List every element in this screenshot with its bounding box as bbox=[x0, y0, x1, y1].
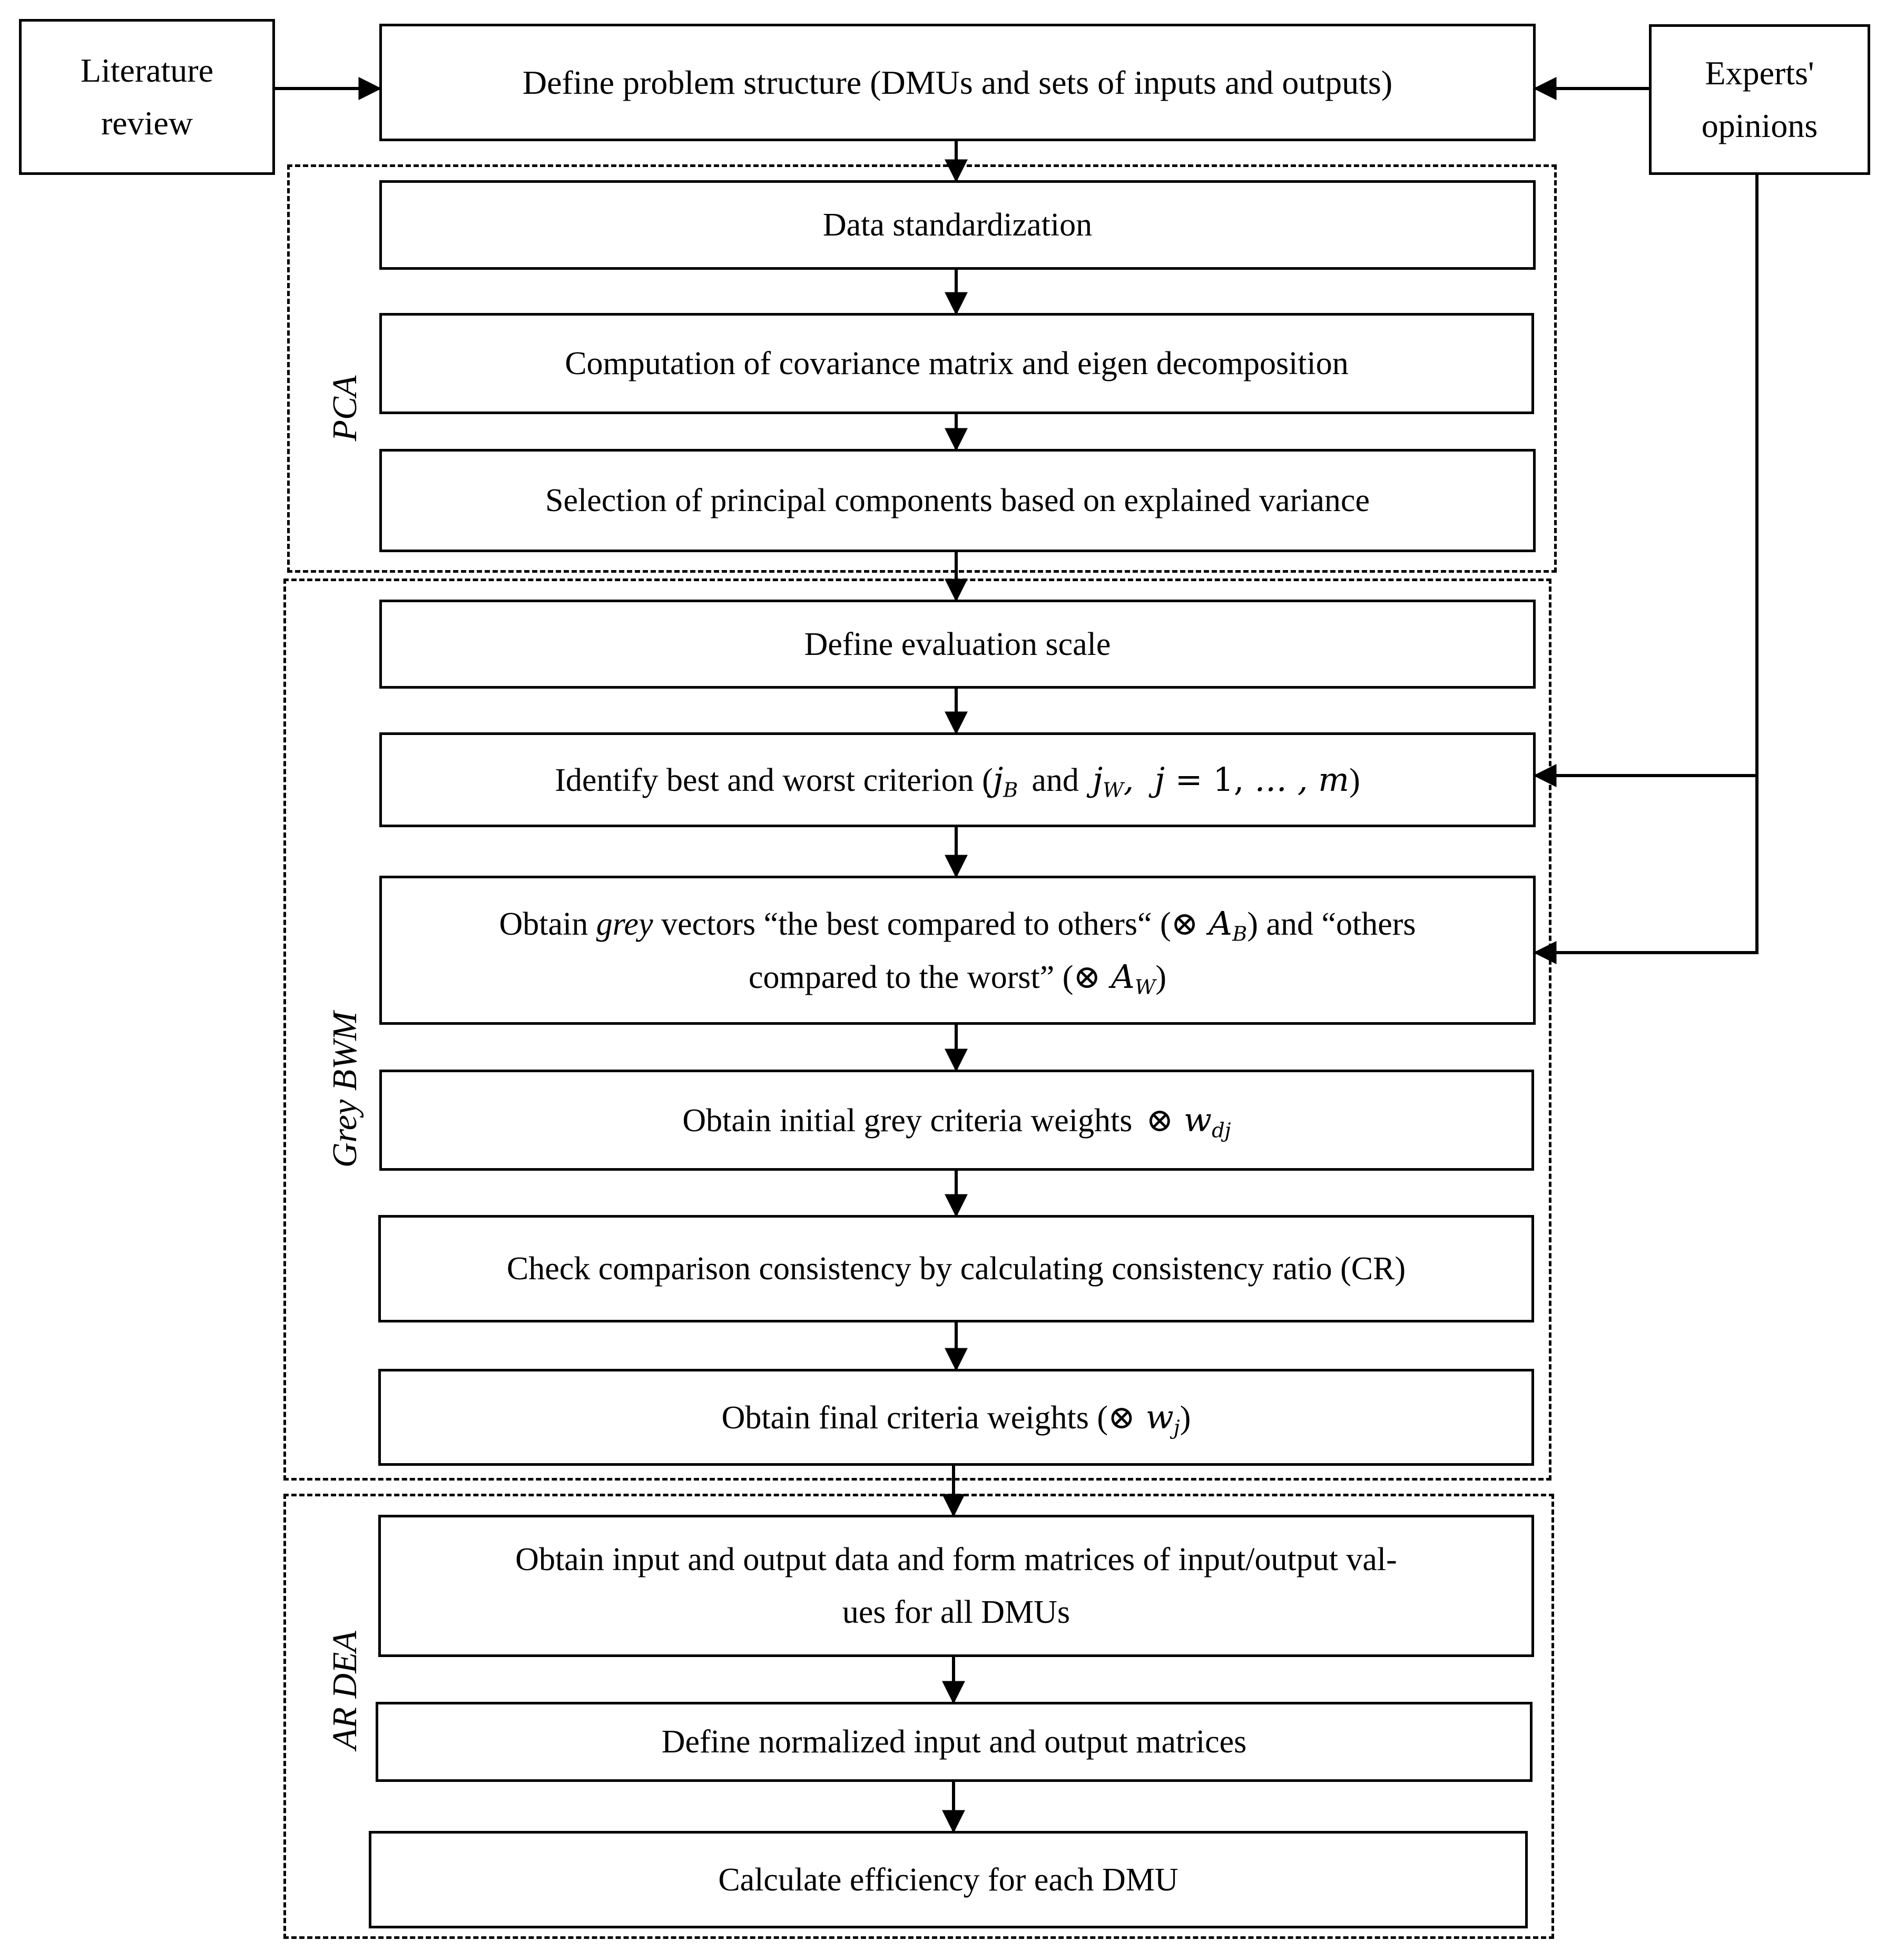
step-standardization: Data standardization bbox=[379, 180, 1536, 270]
literature-line-2: review bbox=[101, 104, 193, 142]
final-weights-b: ) bbox=[1180, 1399, 1191, 1436]
step-efficiency: Calculate efficiency for each DMU bbox=[369, 1831, 1528, 1928]
math-jB: jB bbox=[993, 760, 1018, 802]
step-initial-weights: Obtain initial grey criteria weights ⊗ wd… bbox=[379, 1070, 1534, 1171]
initial-weights-text: Obtain initial grey criteria weights bbox=[682, 1102, 1133, 1139]
literature-line-1: Literature bbox=[80, 52, 214, 89]
step-standardization-text: Data standardization bbox=[822, 207, 1093, 243]
step-consistency: Check comparison consistency by calculat… bbox=[378, 1215, 1534, 1322]
math-AW: ⊗ AW bbox=[1073, 957, 1156, 999]
step-covariance-text: Computation of covariance matrix and eig… bbox=[565, 346, 1349, 381]
step-efficiency-text: Calculate efficiency for each DMU bbox=[718, 1861, 1178, 1898]
math-jW: jW, j = 1, … , m bbox=[1092, 760, 1350, 802]
group-label-pca: PCA bbox=[326, 375, 364, 442]
grey-line1-c: vectors “the best compared to others“ ( bbox=[653, 906, 1171, 942]
math-wj: ⊗ wj bbox=[1108, 1397, 1180, 1440]
literature-review-box: Literature review bbox=[19, 19, 275, 175]
group-label-grey-bwm: Grey BWM bbox=[326, 1011, 364, 1168]
grey-line1-a: Obtain bbox=[499, 906, 596, 942]
io-line-1: Obtain input and output data and form ma… bbox=[515, 1542, 1397, 1577]
step-normalized: Define normalized input and output matri… bbox=[376, 1702, 1533, 1782]
step-selection: Selection of principal components based … bbox=[379, 449, 1536, 552]
step-selection-text: Selection of principal components based … bbox=[545, 483, 1370, 518]
group-grey-bwm bbox=[283, 579, 1551, 1481]
experts-opinions-box: Experts' opinions bbox=[1649, 24, 1870, 175]
grey-line2-b: ) bbox=[1155, 959, 1166, 995]
grey-line1-b: grey bbox=[596, 906, 653, 942]
grey-line2-a: compared to the worst” ( bbox=[749, 959, 1074, 995]
step-define-structure: Define problem structure (DMUs and sets … bbox=[379, 24, 1536, 141]
step-final-weights: Obtain final criteria weights (⊗ wj) bbox=[378, 1369, 1534, 1466]
experts-line-2: opinions bbox=[1701, 107, 1818, 144]
group-label-ar-dea: AR DEA bbox=[326, 1631, 364, 1750]
step-evaluation-scale: Define evaluation scale bbox=[379, 600, 1536, 689]
experts-connector-line bbox=[1567, 174, 1759, 954]
math-wdj: ⊗ wdj bbox=[1146, 1100, 1231, 1143]
step-covariance: Computation of covariance matrix and eig… bbox=[379, 313, 1534, 414]
group-ar-dea bbox=[283, 1494, 1554, 1939]
io-line-2: ues for all DMUs bbox=[842, 1594, 1070, 1630]
final-weights-a: Obtain final criteria weights ( bbox=[721, 1399, 1108, 1436]
experts-line-1: Experts' bbox=[1705, 54, 1814, 92]
step-evaluation-scale-text: Define evaluation scale bbox=[804, 626, 1111, 662]
step-grey-vectors: Obtain grey vectors “the best compared t… bbox=[379, 876, 1536, 1025]
step-normalized-text: Define normalized input and output matri… bbox=[661, 1724, 1247, 1760]
step-identify-criteria: Identify best and worst criterion (jB and… bbox=[379, 732, 1536, 827]
step-consistency-text: Check comparison consistency by calculat… bbox=[506, 1251, 1406, 1287]
step-define-structure-text: Define problem structure (DMUs and sets … bbox=[522, 63, 1393, 101]
grey-line1-d: ) and “others bbox=[1247, 906, 1416, 942]
identify-suffix: ) bbox=[1349, 762, 1360, 798]
step-io-data: Obtain input and output data and form ma… bbox=[378, 1515, 1534, 1657]
math-AB: ⊗ AB bbox=[1171, 904, 1247, 946]
group-pca bbox=[287, 164, 1557, 573]
identify-and: and bbox=[1032, 762, 1079, 798]
identify-prefix: Identify best and worst criterion ( bbox=[555, 762, 993, 798]
